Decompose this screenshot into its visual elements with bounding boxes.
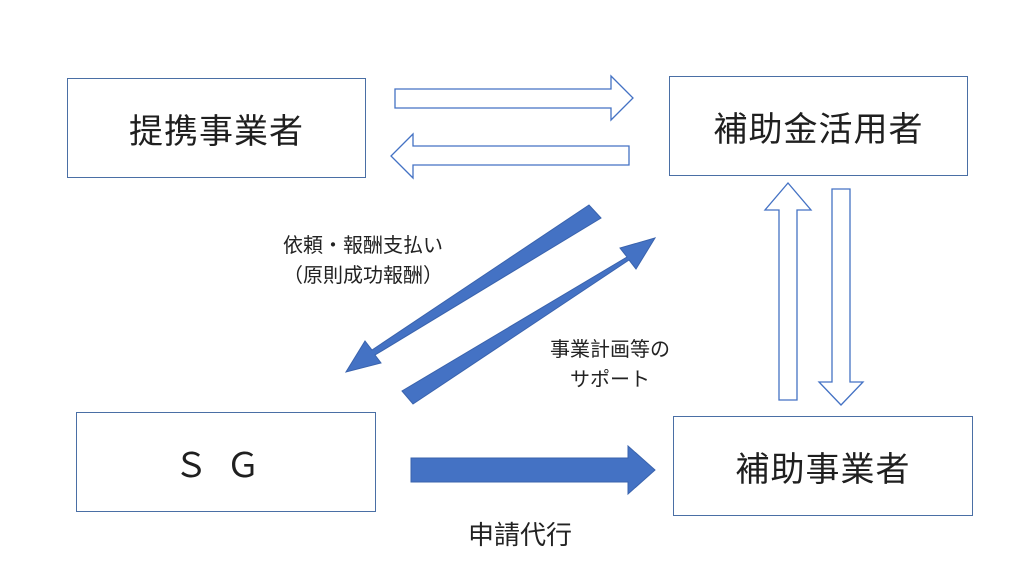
subsidy-business-box: 補助事業者	[673, 416, 973, 516]
request-payment-label: 依頼・報酬支払い （原則成功報酬）	[238, 230, 488, 290]
solid-arrow-application-proxy	[410, 444, 656, 496]
support-line1: 事業計画等の	[550, 337, 670, 361]
sg-label: ＳＧ	[174, 445, 278, 486]
support-label: 事業計画等の サポート	[510, 334, 710, 394]
support-line2: サポート	[570, 367, 650, 391]
partner-box: 提携事業者	[67, 78, 366, 178]
subsidy-user-label: 補助金活用者	[713, 109, 924, 150]
partner-label: 提携事業者	[129, 111, 304, 152]
request-payment-line2: （原則成功報酬）	[283, 263, 443, 287]
hollow-arrow-user-to-subsidy	[817, 188, 865, 406]
subsidy-business-label: 補助事業者	[735, 449, 911, 490]
application-proxy-label: 申請代行	[467, 521, 572, 551]
solid-arrow-request-payment	[344, 204, 602, 373]
subsidy-user-box: 補助金活用者	[669, 76, 968, 176]
request-payment-line1: 依頼・報酬支払い	[283, 233, 443, 257]
solid-arrow-support	[401, 237, 657, 405]
hollow-arrow-user-to-partner	[390, 132, 630, 180]
sg-box: ＳＧ	[76, 412, 376, 512]
hollow-arrow-subsidy-to-user	[763, 181, 813, 401]
hollow-arrow-partner-to-user	[394, 74, 634, 122]
